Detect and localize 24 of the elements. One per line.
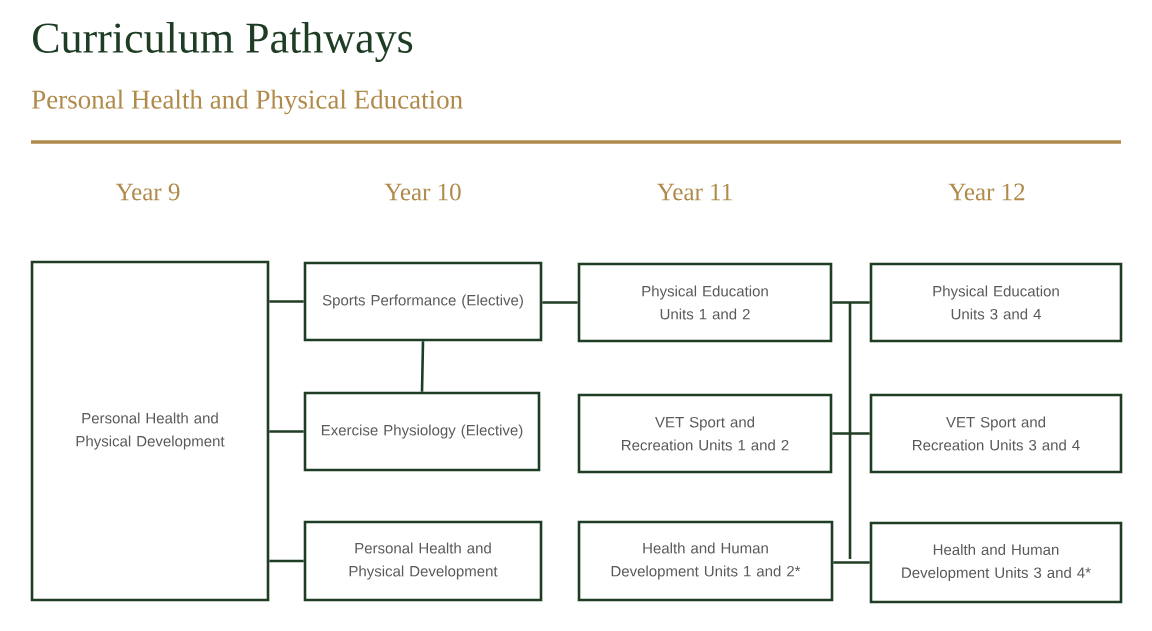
course-box: Physical Education Units 1 and 2: [577, 262, 833, 343]
title: Curriculum Pathways: [33, 22, 413, 62]
course-box: Health and Human Development Units 3 and 4*: [869, 521, 1123, 604]
connector-line: [420, 341, 425, 392]
subtitle: Personal Health and Physical Education: [32, 89, 463, 115]
course-box: Health and Human Development Units 1 and 2*: [577, 520, 834, 602]
connector-line: [542, 301, 578, 304]
connector-line: [832, 432, 870, 435]
column-heading: Year 11: [657, 183, 732, 201]
course-box: Personal Health and Physical Development: [303, 520, 543, 602]
connector-line: [269, 559, 304, 563]
course-box: Exercise Physiology (Elective): [303, 391, 541, 472]
connector-line: [832, 301, 870, 304]
column-heading: Year 9: [115, 183, 180, 201]
connector-line: [833, 561, 870, 564]
column-heading: Year 12: [948, 183, 1025, 201]
connector-line: [269, 300, 304, 303]
connector-line: [269, 430, 304, 433]
course-box: Sports Performance (Elective): [303, 261, 543, 342]
course-box: Physical Education Units 3 and 4: [869, 262, 1123, 343]
column-heading: Year 10: [384, 183, 461, 201]
course-box: VET Sport and Recreation Units 1 and 2: [577, 393, 833, 474]
course-box: Personal Health and Physical Development: [30, 260, 270, 602]
course-box: VET Sport and Recreation Units 3 and 4: [869, 393, 1123, 474]
